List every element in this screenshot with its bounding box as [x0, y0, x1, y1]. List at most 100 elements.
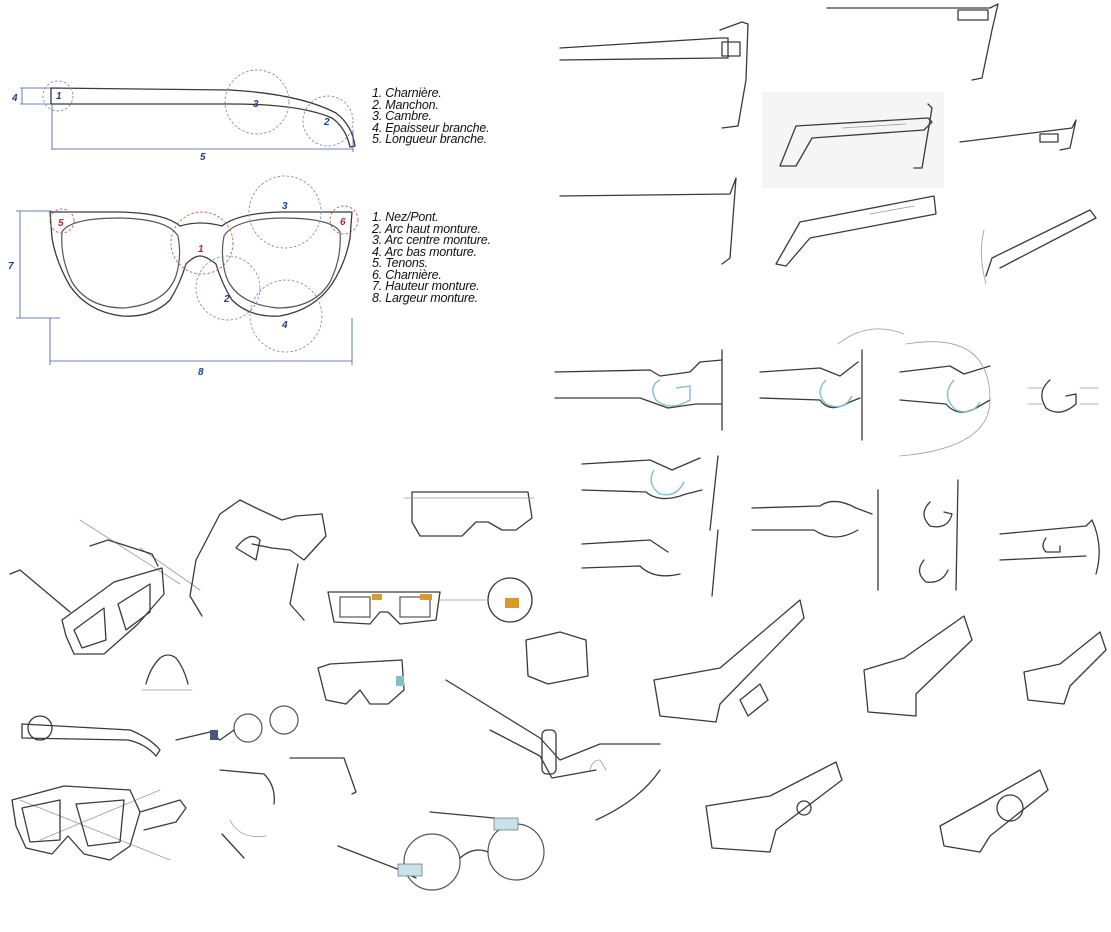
corner-block-sketch	[863, 615, 973, 717]
g-logo-mark	[589, 759, 607, 771]
slot-line	[869, 205, 915, 215]
lens-sketch	[75, 799, 125, 847]
lug-zone-circle	[49, 208, 75, 234]
frame-edge	[711, 529, 719, 597]
g-shape-highlight	[650, 469, 685, 496]
teal-accent	[397, 863, 423, 877]
nose-bridge-sketch	[145, 654, 189, 685]
orange-accent	[505, 598, 519, 608]
g-hinge-sketch	[899, 365, 991, 375]
round-lens	[403, 833, 461, 891]
hinge-zone-circle	[42, 80, 74, 112]
round-lens	[233, 713, 263, 743]
g-hinge-sketch	[581, 565, 681, 577]
temple-labels: 1. Charnière. 2. Manchon. 3. Cambre. 4. …	[372, 86, 490, 146]
frame-corner	[595, 769, 661, 821]
shield-glasses-sketch	[411, 491, 533, 537]
corner-block-sketch	[939, 769, 1049, 853]
hinge-barrel	[541, 729, 557, 775]
marker-7: 7	[8, 261, 14, 272]
detail-circle	[27, 715, 53, 741]
g-shape-highlight	[819, 379, 853, 408]
bridge-sketch	[459, 849, 489, 859]
g-hinge-block	[739, 683, 769, 717]
temple-sketch	[21, 723, 161, 757]
label-bottom-arc: 4. Arc bas monture.	[372, 244, 477, 259]
marker-2: 2	[323, 117, 330, 128]
temple-sketch	[175, 729, 235, 741]
g-logo-sketch	[923, 501, 953, 528]
g-hinge-sketch	[581, 539, 669, 553]
corner-block-sketch	[1023, 631, 1107, 705]
right-lens	[221, 217, 341, 309]
slot-sketch	[957, 9, 989, 21]
label-temple-length: 5. Longueur branche.	[372, 132, 487, 146]
temple-perspective	[489, 729, 597, 779]
temple-sketch	[337, 811, 511, 879]
g-hinge-sketch	[554, 359, 723, 377]
temple-sketch	[959, 119, 1077, 151]
temple-perspective	[445, 679, 661, 761]
temple-outline	[50, 87, 356, 148]
camber-zone-circle	[224, 69, 290, 135]
round-lens	[487, 823, 545, 881]
marker-1: 1	[56, 91, 62, 102]
slot-sketch	[1039, 133, 1059, 143]
label-top-arc: 2. Arc haut monture.	[372, 221, 481, 236]
marker-3: 3	[282, 201, 288, 212]
temple-sketch	[999, 555, 1087, 561]
temple-sketch	[139, 799, 187, 831]
front-edge-sketch	[913, 103, 933, 169]
temple-sketch	[559, 177, 737, 265]
g-hinge-sketch	[759, 397, 861, 409]
lens-edge	[981, 229, 987, 285]
g-hinge-disc	[796, 800, 812, 816]
g-hinge-sketch	[751, 529, 859, 538]
label-hinge: 6. Charnière.	[372, 267, 442, 282]
g-logo-mark	[1042, 537, 1061, 553]
g-hinge-sketch	[751, 500, 873, 515]
front-frame-sketch	[61, 567, 165, 655]
temple-sketch	[9, 539, 159, 613]
teal-accent	[396, 676, 404, 686]
top-arc-circle	[248, 175, 322, 249]
label-camber: 3. Cambre.	[372, 109, 432, 123]
lens-sketch	[21, 799, 61, 843]
g-shape-highlight	[946, 379, 981, 413]
lens-sketch	[399, 596, 431, 618]
hinge-temple-sketch	[775, 195, 937, 267]
temple-sketch	[219, 769, 275, 859]
lens-sketch	[339, 596, 371, 618]
label-temple-thickness: 4. Epaisseur branche.	[372, 120, 490, 135]
lens-sketch	[73, 607, 107, 649]
front-frame-sketch	[317, 659, 405, 705]
sleeve-zone-circle	[302, 95, 354, 147]
label-sleeve: 2. Manchon.	[372, 97, 439, 112]
label-hinge: 1. Charnière.	[372, 86, 442, 100]
left-lens	[61, 217, 181, 309]
label-lugs: 5. Tenons.	[372, 256, 428, 270]
lens-sketch	[117, 583, 151, 631]
temple-tip-sketch	[289, 757, 357, 795]
rotation-arrow	[837, 328, 905, 345]
hinge-zone-circle	[329, 205, 359, 235]
corner-sketch	[525, 631, 589, 685]
temple-sketch	[985, 209, 1097, 277]
corner-block-sketch	[653, 599, 805, 723]
marker-8: 8	[198, 367, 204, 378]
g-hinge-sketch	[759, 361, 859, 377]
corner-block-sketch	[705, 761, 843, 853]
sketch-backdrop	[762, 92, 944, 188]
marker-5: 5	[200, 152, 206, 163]
label-frame-width: 8. Largeur monture.	[372, 290, 478, 305]
orange-accent	[372, 594, 382, 600]
slot-line	[841, 123, 907, 129]
hinge-front-sketch	[719, 21, 749, 129]
g-hinge-sketch	[554, 397, 723, 409]
frame-edge	[709, 455, 719, 531]
g-logo-sketch	[1041, 379, 1077, 413]
g-hinge-sketch	[581, 489, 703, 500]
marker-3: 3	[253, 99, 259, 110]
label-frame-height: 7. Hauteur monture.	[372, 279, 480, 293]
